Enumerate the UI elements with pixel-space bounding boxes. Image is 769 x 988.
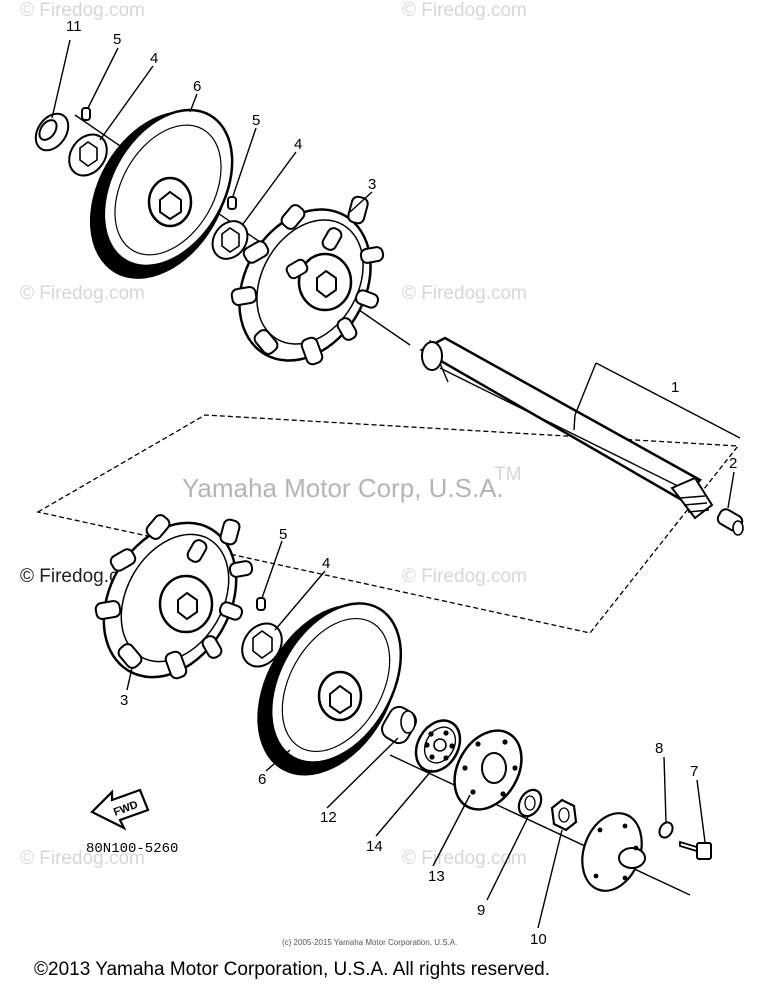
part-1-shaft	[419, 336, 714, 520]
watermark-top-left: © Firedog.com	[20, 0, 145, 21]
part-4-bearing-upper-a	[68, 133, 108, 177]
callout-3-lower: 3	[120, 692, 128, 709]
part-5-pin-upper-a	[81, 107, 91, 121]
callout-5-lower: 5	[279, 526, 287, 543]
watermark-bottom-right: © Firedog.com	[402, 848, 527, 869]
part-3-sprocket-lower	[94, 514, 254, 680]
callout-5-upper-b: 5	[252, 112, 260, 129]
callout-4-upper-a: 4	[150, 50, 158, 67]
part-5-pin-lower	[256, 597, 266, 611]
callout-7: 11	[66, 18, 82, 35]
watermark-layer: © Firedog.com © Firedog.com © Firedog.co…	[20, 0, 527, 869]
callout-6-lower: 6	[258, 771, 266, 788]
part-7-collar	[34, 112, 70, 152]
assembly-outline	[36, 414, 740, 634]
part-9-flange-plate	[453, 729, 523, 811]
callout-12: 8	[655, 740, 663, 757]
callout-1: 1	[671, 379, 679, 396]
watermark-top-right: © Firedog.com	[402, 0, 527, 21]
small-copyright: (c) 2005-2015 Yamaha Motor Corporation, …	[282, 938, 457, 947]
hub-housing	[581, 812, 646, 892]
callout-3-upper: 3	[368, 176, 376, 193]
callout-10: 14	[366, 838, 383, 855]
watermark-lower-right: © Firedog.com	[402, 566, 527, 587]
callout-4-lower: 4	[322, 555, 330, 572]
part-2-end-pin	[716, 508, 744, 536]
watermark-bottom-left: © Firedog.com	[20, 848, 145, 869]
callout-5-upper-a: 5	[113, 31, 121, 48]
part-12-small-washer	[658, 821, 674, 839]
leader-lines	[51, 39, 741, 929]
callout-14: 10	[530, 931, 547, 948]
callout-6-upper: 6	[193, 78, 201, 95]
callout-11: 7	[690, 763, 698, 780]
part-6-idler-wheel-upper	[89, 108, 234, 279]
lower-axis-line	[389, 754, 691, 896]
part-14-nut	[550, 798, 578, 832]
callout-9: 13	[428, 868, 445, 885]
brand-watermark: Yamaha Motor Corp, U.S.A.	[182, 473, 504, 503]
trademark-mark: TM	[494, 464, 521, 485]
footer-copyright: ©2013 Yamaha Motor Corporation, U.S.A. A…	[34, 959, 550, 980]
part-13-washer	[517, 788, 543, 818]
part-8-spacer	[381, 705, 417, 745]
watermark-mid-left: © Firedog.com	[20, 283, 145, 304]
part-4-bearing-upper-b	[211, 220, 249, 260]
part-3-sprocket-upper	[230, 195, 385, 366]
watermark-mid-right: © Firedog.com	[402, 283, 527, 304]
diagram-code: 80N100-5260	[86, 841, 178, 857]
part-10-ball-bearing	[414, 719, 462, 773]
part-11-bolt	[679, 840, 712, 860]
part-5-pin-upper-b	[227, 196, 237, 210]
callout-13: 9	[477, 902, 485, 919]
callouts: 11 5 4 6 5 4 3 1 2 5 4 3 6 12 14 13 9 10…	[66, 18, 737, 948]
forward-arrow-icon: FWD	[90, 788, 150, 831]
callout-8: 12	[320, 809, 337, 826]
part-4-bearing-lower	[241, 622, 283, 668]
callout-2: 2	[729, 455, 737, 472]
part-6-idler-wheel-lower	[257, 602, 403, 776]
callout-4-upper-b: 4	[294, 136, 302, 153]
